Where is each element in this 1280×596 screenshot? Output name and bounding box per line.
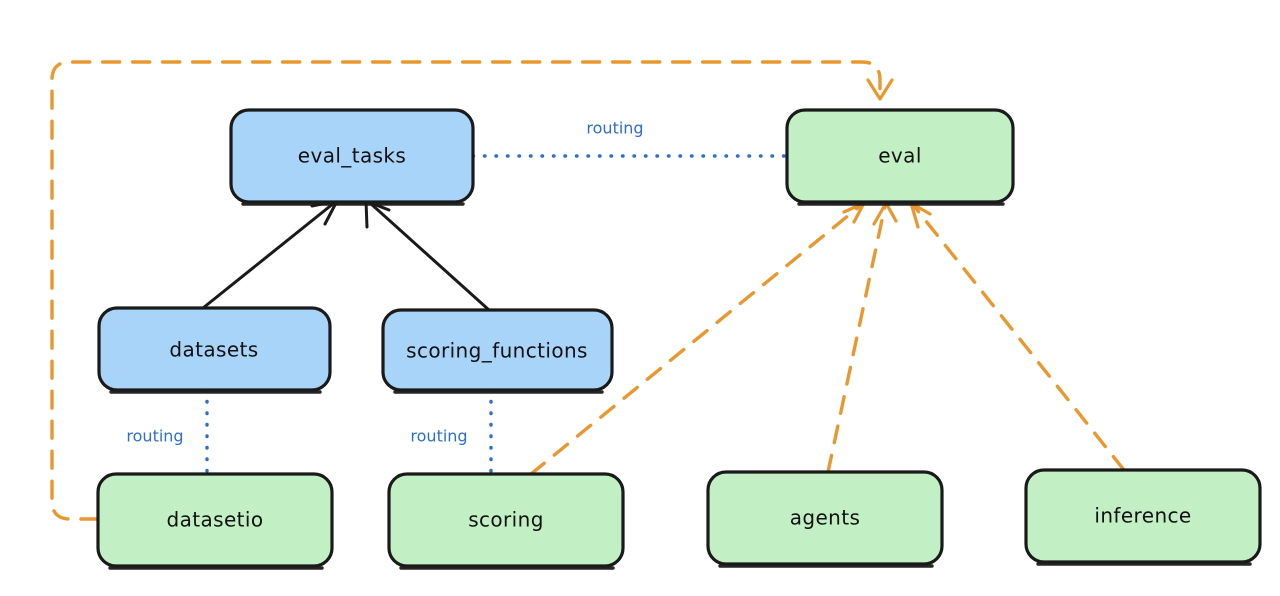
dependency-edges-group <box>50 60 1126 521</box>
nodes-group: eval_tasks eval datasets scoring_functio… <box>96 108 1262 570</box>
node-agents[interactable]: agents <box>706 470 944 568</box>
edge-label-routing-scoring-functions: routing <box>410 427 467 446</box>
routing-edges-group <box>205 154 789 476</box>
edge-label-routing-eval-tasks: routing <box>586 119 643 138</box>
node-label-eval_tasks: eval_tasks <box>298 144 406 168</box>
node-label-scoring: scoring <box>468 508 544 532</box>
node-label-scoring_functions: scoring_functions <box>406 339 588 363</box>
node-eval[interactable]: eval <box>785 108 1015 206</box>
node-label-agents: agents <box>790 506 861 530</box>
solid-edges-group <box>201 199 491 312</box>
node-label-datasetio: datasetio <box>166 508 263 532</box>
node-inference[interactable]: inference <box>1024 468 1262 566</box>
edge-label-routing-datasets: routing <box>126 427 183 446</box>
edge-inference-to-eval <box>909 201 1126 472</box>
node-scoring_functions[interactable]: scoring_functions <box>381 308 614 394</box>
edge-datasets-to-eval_tasks <box>201 199 339 310</box>
edge-labels-group: routing routing routing <box>126 119 643 446</box>
edge-datasetio-to-eval <box>50 60 894 521</box>
node-datasets[interactable]: datasets <box>97 306 332 394</box>
edge-scoring_functions-to-eval_tasks <box>364 199 491 312</box>
node-label-inference: inference <box>1094 504 1191 528</box>
node-eval_tasks[interactable]: eval_tasks <box>229 108 475 206</box>
node-datasetio[interactable]: datasetio <box>96 472 334 570</box>
node-label-datasets: datasets <box>169 338 258 362</box>
edge-agents-to-eval <box>826 201 898 474</box>
node-label-eval: eval <box>878 144 922 168</box>
node-scoring[interactable]: scoring <box>387 472 625 570</box>
